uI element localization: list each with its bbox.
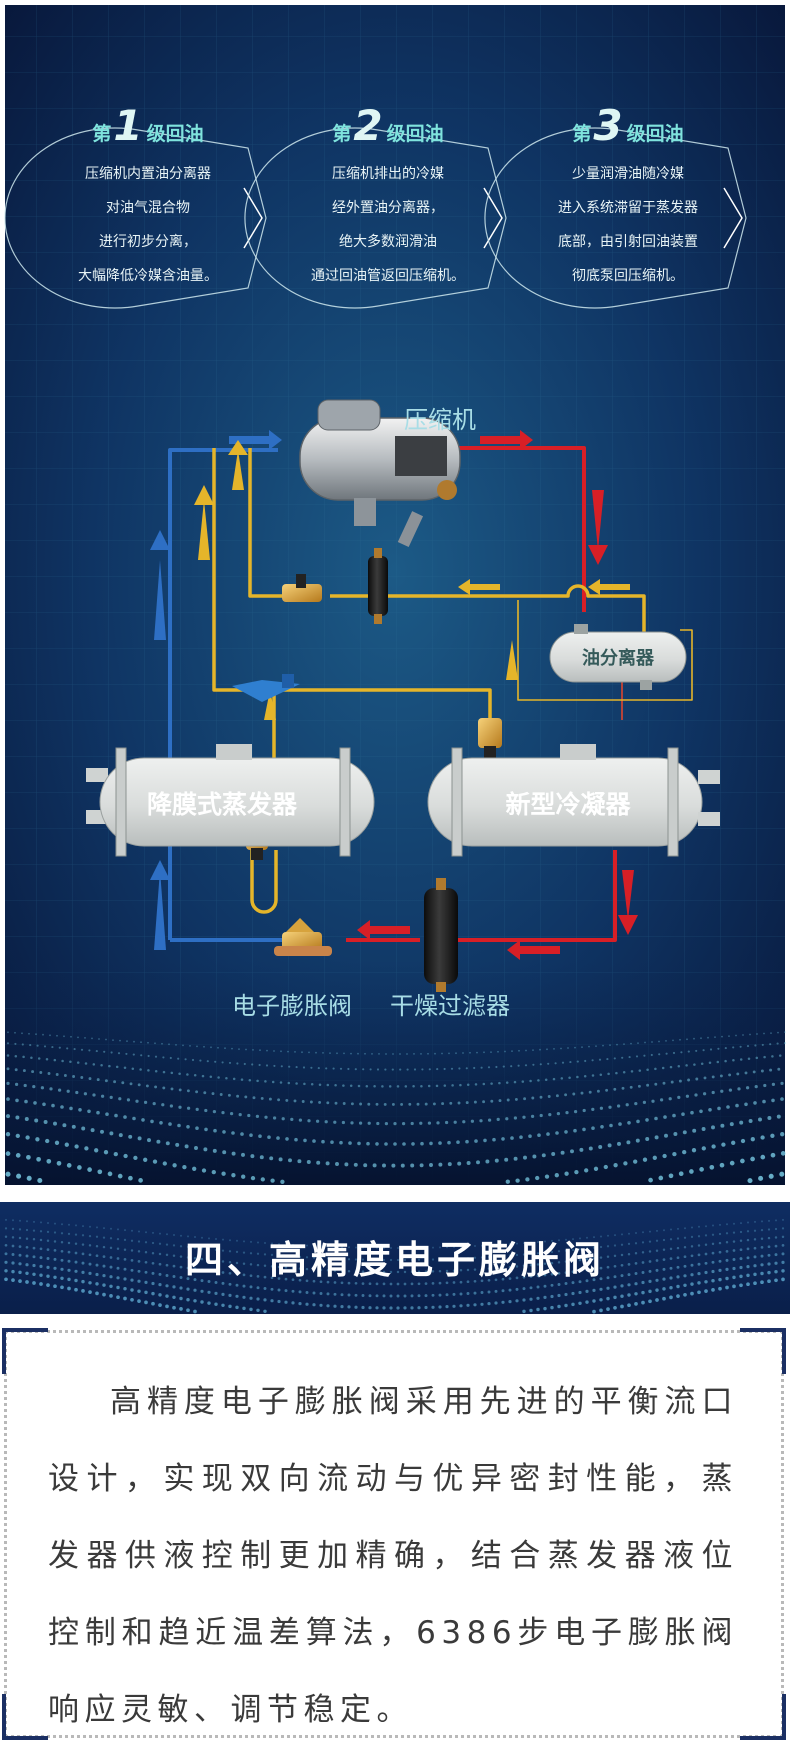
- stage-line: 对油气混合物: [106, 200, 190, 216]
- stage-prefix: 第: [92, 122, 111, 145]
- ejector-device: [232, 674, 300, 702]
- stage-number: 3: [593, 101, 622, 150]
- description-box: 高精度电子膨胀阀采用先进的平衡流口设计，实现双向流动与优异密封性能，蒸发器供液控…: [2, 1328, 786, 1740]
- stage-number: 1: [113, 101, 142, 150]
- stage-suffix: 级回油: [627, 122, 684, 145]
- stage-line: 进行初步分离，: [99, 233, 197, 250]
- oil-separator-label: 油分离器: [582, 647, 655, 669]
- stage-line: 通过回油管返回压缩机。: [311, 268, 465, 284]
- evaporator-vessel: 降膜式蒸发器: [86, 744, 375, 857]
- stage-line: 底部，由引射回油装置: [558, 234, 698, 250]
- corner-bottom-left: [2, 1694, 48, 1740]
- compressor-label: 压缩机: [404, 406, 476, 434]
- stage-prefix: 第: [332, 122, 351, 145]
- oil-check-valve: [478, 718, 502, 760]
- stage-chevron-icon: [723, 187, 743, 249]
- stage-line: 大幅降低冷媒含油量。: [78, 268, 218, 284]
- flow-arrows: [150, 430, 638, 960]
- stage-line: 压缩机排出的冷媒: [332, 166, 444, 182]
- stage-number: 2: [353, 101, 382, 150]
- stage-outline: [484, 127, 747, 309]
- oil-line-filter: [368, 548, 388, 624]
- stage-line: 少量润滑油随冷媒: [572, 165, 684, 182]
- yellow-thin-loop: [517, 600, 693, 701]
- corner-top-right: [740, 1328, 786, 1374]
- yellow-pipe-outer: [212, 448, 492, 718]
- stage-chevron-icon: [243, 187, 263, 249]
- section-title: 四、高精度电子膨胀阀: [185, 1238, 605, 1282]
- filter-drier-label: 干燥过滤器: [390, 992, 510, 1020]
- yellow-pipe-evap: [250, 848, 278, 914]
- expansion-valve-label: 电子膨胀阀: [232, 992, 352, 1020]
- stage-outline: [244, 127, 507, 309]
- stage-line: 绝大多数润滑油: [339, 233, 437, 250]
- section-banner: 四、高精度电子膨胀阀: [0, 1202, 790, 1314]
- dotted-floor-decoration: [5, 1031, 787, 1184]
- yellow-pipe-inner: [248, 448, 286, 598]
- stage-line: 经外置油分离器，: [332, 199, 444, 216]
- red-pipe-right: [452, 850, 617, 942]
- yellow-pipe-mid: [330, 584, 646, 650]
- condenser-vessel: 新型冷凝器: [427, 744, 720, 857]
- corner-bottom-right: [740, 1694, 786, 1740]
- stage-line: 彻底泵回压缩机。: [572, 268, 684, 284]
- stage-suffix: 级回油: [387, 122, 444, 145]
- condenser-label: 新型冷凝器: [505, 790, 631, 819]
- stage-suffix: 级回油: [147, 122, 204, 145]
- oil-solenoid-valve: [282, 574, 322, 602]
- stage-line: 压缩机内置油分离器: [85, 165, 211, 182]
- compressor-image: [299, 399, 461, 548]
- banner-dot-pattern: [4, 1218, 785, 1314]
- stage-line: 进入系统滞留于蒸发器: [558, 200, 698, 216]
- corner-top-left: [2, 1328, 48, 1374]
- red-pipe: [432, 446, 586, 612]
- stage-outline: [4, 127, 267, 309]
- oil-separator: 油分离器: [549, 624, 687, 690]
- section-paragraph: 高精度电子膨胀阀采用先进的平衡流口设计，实现双向流动与优异密封性能，蒸发器供液控…: [48, 1384, 738, 1728]
- expansion-valve-image: [274, 918, 332, 956]
- evaporator-label: 降膜式蒸发器: [147, 790, 298, 819]
- stage-prefix: 第: [572, 122, 591, 145]
- filter-drier-image: [424, 878, 458, 992]
- stage-chevron-icon: [483, 187, 503, 249]
- dotted-frame: [4, 1330, 784, 1738]
